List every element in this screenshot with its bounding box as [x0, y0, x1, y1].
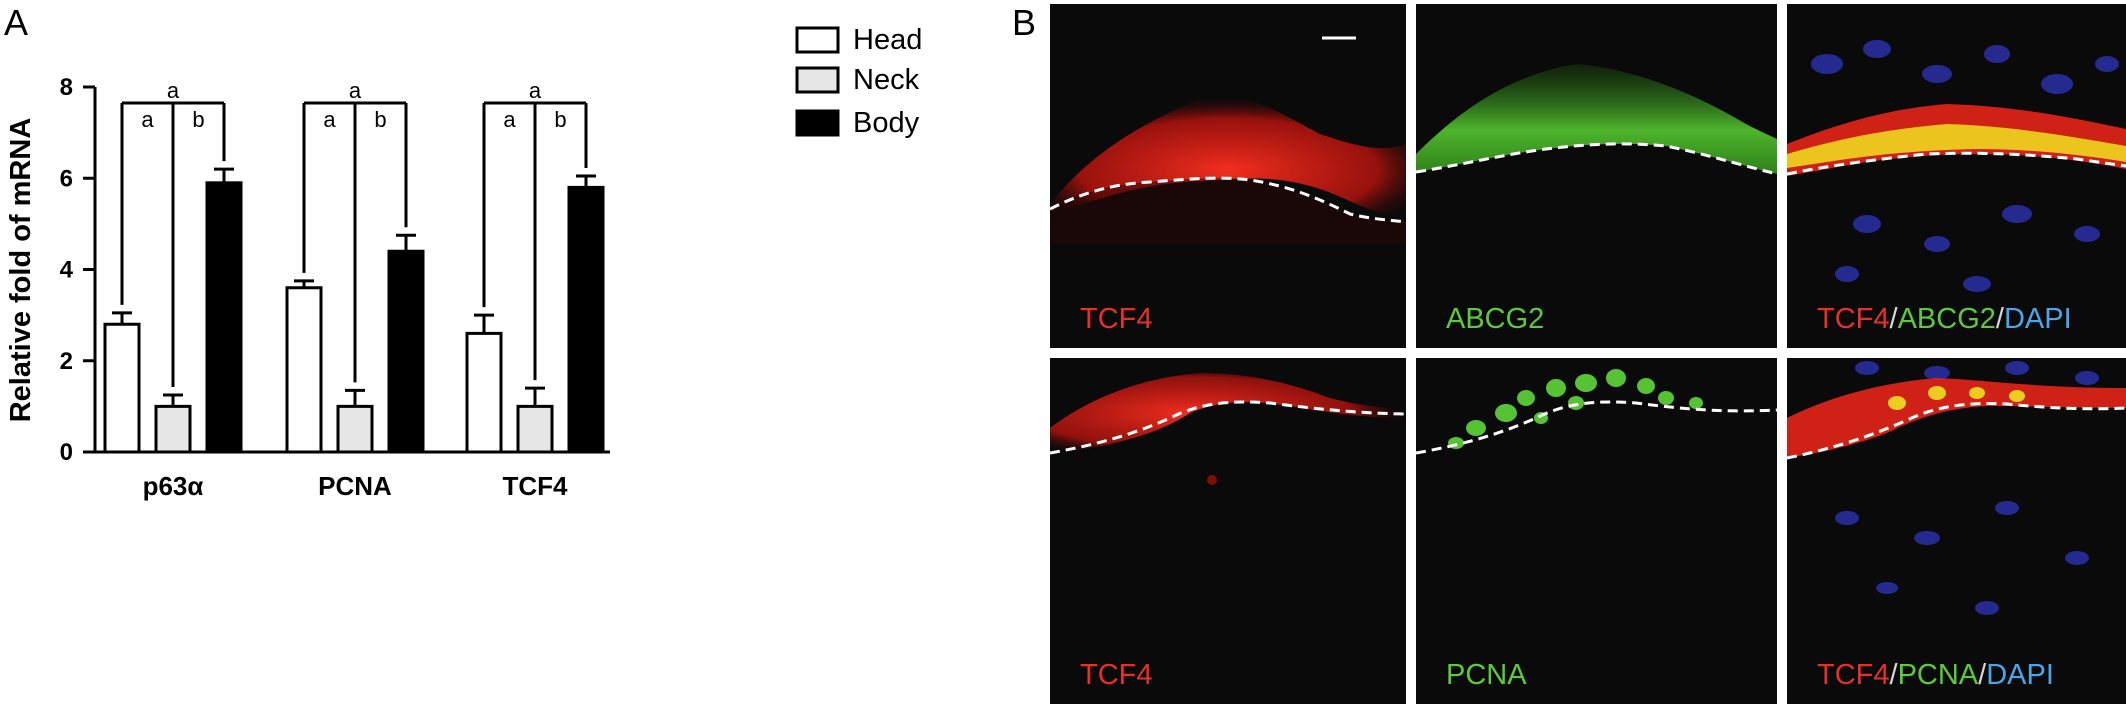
significance-label: a	[529, 78, 542, 103]
merge2-part-dapi: DAPI	[1986, 659, 2054, 691]
significance-label: a	[167, 78, 180, 103]
bar	[205, 181, 243, 454]
significance-label: a	[323, 107, 336, 132]
significance-label: a	[349, 78, 362, 103]
micrograph-merge-pcna: TCF4/PCNA/DAPI	[1787, 358, 2126, 704]
micrograph-abcg2: ABCG2	[1416, 4, 1777, 348]
panel-a-letter: A	[4, 2, 29, 43]
merge1-part-abcg2: ABCG2	[1897, 303, 1996, 335]
micrograph-pcna: PCNA	[1416, 358, 1777, 704]
legend-swatch	[795, 26, 840, 54]
x-tick-label: PCNA	[318, 471, 392, 501]
micrograph-merge-abcg2: TCF4/ABCG2/DAPI	[1787, 4, 2126, 348]
merge1-part-slash1: /	[1889, 303, 1898, 335]
significance-label: b	[554, 107, 566, 132]
y-tick-label: 2	[60, 348, 73, 375]
x-tick-label: p63α	[143, 471, 204, 501]
y-tick-label: 0	[60, 439, 73, 466]
bar	[285, 286, 323, 454]
micrograph-label-merge-abcg2: TCF4/ABCG2/DAPI	[1817, 303, 2072, 336]
micrograph-label-merge-pcna: TCF4/PCNA/DAPI	[1817, 659, 2054, 692]
micrograph-label-abcg2: ABCG2	[1446, 303, 1545, 335]
significance-label: a	[503, 107, 516, 132]
merge1-part-tcf4: TCF4	[1817, 303, 1890, 335]
merge1-part-slash2: /	[1995, 303, 2004, 335]
merge2-part-slash2: /	[1978, 659, 1987, 691]
bar	[567, 185, 605, 454]
legend-swatch	[795, 109, 840, 137]
y-tick-label: 8	[60, 74, 73, 101]
micrograph-tcf4-bottom: TCF4	[1050, 358, 1406, 704]
micrograph-tcf4-top: TCF4	[1050, 4, 1406, 348]
merge2-part-pcna: PCNA	[1897, 659, 1979, 691]
legend-label: Neck	[853, 64, 920, 96]
significance-label: b	[192, 107, 204, 132]
panel-b-letter: B	[1012, 2, 1037, 43]
y-axis-title: Relative fold of mRNA	[5, 118, 37, 423]
merge2-part-tcf4: TCF4	[1817, 659, 1890, 691]
legend-label: Head	[853, 24, 922, 56]
x-tick-label: TCF4	[503, 471, 569, 501]
bar	[465, 331, 503, 454]
micrograph-label-tcf4-top: TCF4	[1080, 303, 1153, 335]
bar	[154, 404, 192, 454]
significance-label: a	[141, 107, 154, 132]
micrograph-label-tcf4-bottom: TCF4	[1080, 659, 1153, 691]
legend-swatch	[795, 66, 840, 94]
significance-label: b	[374, 107, 386, 132]
bar	[103, 322, 141, 454]
y-tick-label: 4	[60, 257, 74, 284]
bar	[336, 404, 374, 454]
merge2-part-slash1: /	[1889, 659, 1898, 691]
bar	[387, 249, 425, 454]
bar	[516, 404, 554, 454]
y-tick-label: 6	[60, 165, 73, 192]
merge1-part-dapi: DAPI	[2003, 303, 2072, 335]
legend-label: Body	[853, 107, 920, 139]
micrograph-label-pcna: PCNA	[1446, 659, 1527, 691]
